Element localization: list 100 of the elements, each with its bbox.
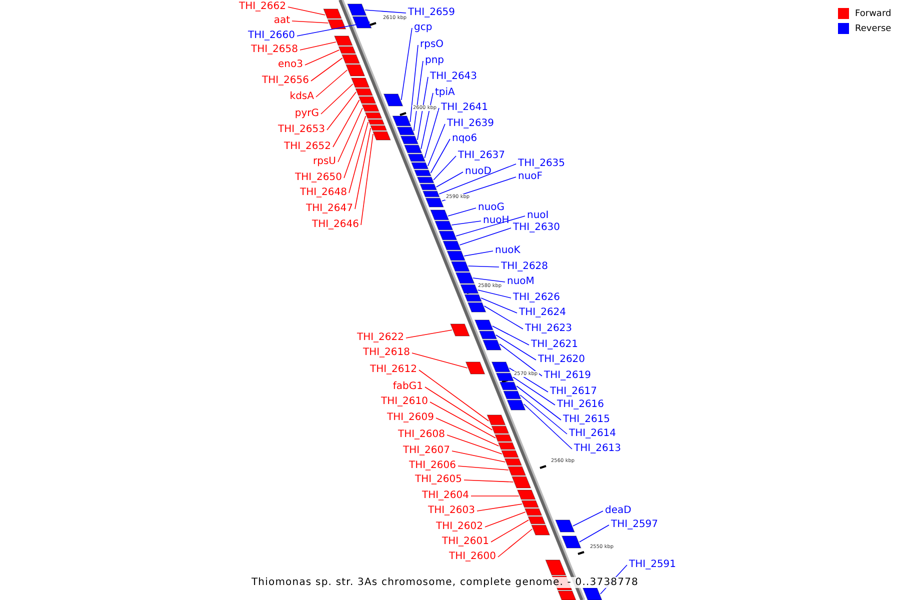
leader-line: [344, 116, 366, 178]
gene-label: THI_2613: [574, 443, 622, 455]
gene-block: [558, 590, 576, 600]
gene-label: THI_2621: [531, 339, 578, 351]
gene-label: THI_2650: [294, 172, 342, 184]
leader-line: [523, 404, 572, 450]
gene-block: [491, 362, 510, 372]
gene-label: THI_2609: [386, 412, 434, 424]
gene-label: THI_2608: [398, 429, 445, 441]
gene-block: [506, 400, 526, 410]
gene-block: [516, 490, 536, 500]
leader-line: [406, 330, 452, 338]
gene-label: THI_2660: [248, 30, 295, 42]
gene-label: THI_2639: [447, 118, 494, 130]
gene-block: [507, 466, 526, 476]
gene-block: [334, 36, 353, 46]
gene-label: nuoI: [527, 210, 549, 222]
gene-label: nuoD: [465, 166, 492, 178]
gene-label: THI_2643: [430, 71, 478, 83]
gene-block: [404, 144, 422, 154]
gene-label: aat: [274, 15, 290, 27]
leader-line: [316, 70, 348, 98]
leader-line: [496, 334, 536, 360]
gene-label: fabG1: [392, 381, 423, 393]
gene-label: THI_2646: [312, 219, 359, 231]
gene-block: [482, 340, 502, 350]
gene-label: nuoH: [483, 215, 510, 227]
caption: Thiomonas sp. str. 3As chromosome, complete genome. - 0..3738778: [251, 577, 639, 588]
gene-label: THI_2617: [550, 386, 598, 398]
gene-block: [345, 64, 366, 76]
gene-block: [486, 414, 506, 426]
leader-line: [484, 306, 524, 330]
gene-label: THI_2658: [250, 44, 298, 56]
gene-block: [425, 198, 444, 208]
gene-label: THI_2597: [611, 519, 658, 531]
gene-label: THI_2637: [458, 150, 506, 162]
gene-block: [410, 162, 429, 170]
gene-label: THI_2591: [629, 559, 676, 571]
leader-line: [304, 50, 340, 66]
gene-label: nuoF: [518, 171, 543, 183]
leader-line: [499, 344, 542, 376]
gene-block: [364, 112, 382, 119]
leader-line: [458, 466, 509, 470]
gene-label: THI_2602: [436, 521, 483, 533]
leader-line: [492, 326, 530, 346]
gene-block: [511, 476, 532, 488]
gene-block: [442, 240, 462, 250]
gene-block: [438, 230, 458, 240]
gene-block: [531, 524, 550, 536]
gene-block: [554, 520, 575, 532]
leader-line: [310, 58, 343, 82]
gene-label: THI_2606: [408, 460, 456, 472]
gene-block: [400, 136, 419, 144]
gene-label: THI_2615: [563, 414, 610, 426]
gene-label: tpiA: [435, 87, 455, 99]
gene-label: THI_2616: [557, 399, 604, 411]
gene-label: THI_2641: [441, 102, 488, 114]
leader-line: [579, 524, 610, 542]
leader-line: [430, 402, 496, 438]
leader-line: [520, 394, 568, 434]
gene-label: THI_2603: [428, 505, 475, 517]
leader-line: [424, 386, 493, 430]
gene-block: [392, 116, 412, 126]
gene-block: [450, 324, 470, 336]
leader-line: [477, 290, 512, 298]
leader-line: [436, 418, 500, 446]
leader-line: [410, 44, 418, 122]
leader-line: [360, 134, 374, 226]
gene-label: THI_2622: [356, 332, 404, 344]
leader-line: [464, 480, 514, 482]
gene-block: [368, 119, 385, 125]
gene-label: THI_2623: [525, 323, 572, 335]
gene-label: nuoG: [478, 202, 505, 214]
leader-line: [364, 10, 406, 14]
leader-line: [468, 266, 500, 268]
gene-label: nuoM: [507, 276, 534, 288]
gene-label: nuoK: [495, 245, 520, 257]
gene-block: [446, 250, 466, 261]
gene-block: [416, 176, 434, 184]
gene-block: [355, 88, 374, 96]
leader-line: [456, 216, 526, 236]
leader-line: [459, 228, 512, 246]
gene-label: THI_2600: [448, 551, 496, 563]
gene-label: THI_2656: [262, 75, 309, 87]
gene-label: THI_2604: [422, 490, 469, 502]
leader-line: [300, 42, 336, 50]
gene-label: THI_2614: [569, 428, 616, 440]
gene-block: [467, 302, 486, 312]
gene-block: [501, 450, 519, 458]
leader-line: [354, 128, 371, 210]
gene-block: [460, 284, 479, 294]
gene-block: [455, 272, 475, 284]
leader-line: [338, 108, 363, 162]
gene-block: [528, 516, 546, 524]
gene-label: kdsA: [290, 91, 314, 103]
gene-label: THI_2647: [306, 203, 353, 215]
gene-block: [396, 126, 415, 136]
gene-block: [503, 390, 522, 400]
gene-label: THI_2648: [300, 187, 347, 199]
leader-line: [484, 512, 526, 528]
